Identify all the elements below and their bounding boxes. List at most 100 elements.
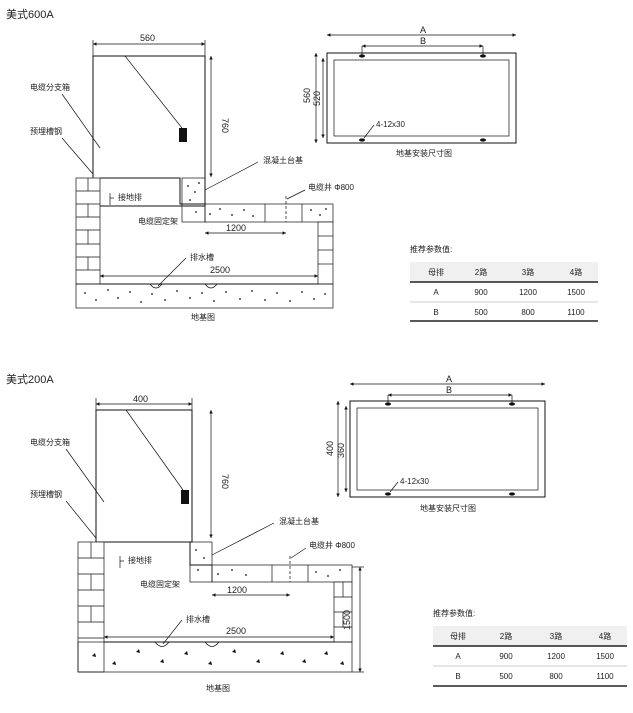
table-cell: B — [455, 672, 460, 681]
concrete-pad — [189, 541, 213, 583]
base-dots — [92, 649, 344, 665]
base-slab — [75, 283, 334, 309]
leader-line — [204, 161, 259, 191]
mount-hole — [509, 492, 515, 496]
dim-outer-label: 560 — [302, 88, 312, 103]
cabinet-lock — [181, 490, 189, 504]
dim-a-label: A — [446, 374, 452, 384]
table-header-cell: 3路 — [522, 267, 534, 277]
table-header-cell: 2路 — [500, 631, 512, 641]
leader-line — [286, 189, 306, 200]
bracket-label: 电缆固定架 — [138, 216, 178, 226]
table-header-cell: 2路 — [475, 267, 487, 277]
dim-b-label: B — [446, 385, 452, 395]
concrete-label: 混凝土台基 — [263, 155, 303, 165]
depth-label: 1500 — [342, 610, 352, 630]
mounting-plan: A B 400 360 4-12x30 地基安装尺寸图 — [325, 374, 546, 513]
table-cell: 1100 — [596, 672, 614, 681]
parameter-table: 推荐参数值: 母排 2路 3路 4路 A 900 1200 1500 B 500… — [410, 244, 598, 322]
plan-inner-frame — [356, 407, 539, 491]
table-title: 推荐参数值: — [433, 608, 475, 618]
channel-label: 预埋槽钢 — [30, 489, 62, 499]
table-header-cell: 3路 — [550, 631, 562, 641]
total-label: 2500 — [210, 265, 230, 275]
table-cell: 1200 — [547, 652, 565, 661]
table-cell: B — [433, 308, 438, 317]
plan-outer-frame — [326, 52, 517, 144]
table-cell: 800 — [521, 308, 535, 317]
mount-hole — [385, 402, 391, 406]
section-200a: 美式200A 400 760 — [6, 373, 627, 693]
span-label: 1200 — [227, 585, 247, 595]
bracket-label: 电缆固定架 — [140, 579, 180, 589]
mount-hole — [385, 492, 391, 496]
cabinet-outline — [92, 55, 206, 207]
table-cell: 900 — [499, 652, 513, 661]
leader-line — [65, 448, 105, 503]
table-header-cell: 4路 — [599, 631, 611, 641]
plan-outer-frame — [349, 400, 546, 498]
parameter-table: 推荐参数值: 母排 2路 3路 4路 A 900 1200 1500 B 500… — [433, 608, 627, 687]
mount-hole — [359, 54, 365, 58]
table-cell: 1500 — [567, 288, 585, 297]
channel-label: 预埋槽钢 — [30, 126, 62, 136]
cabinet-door-line — [125, 409, 184, 491]
base-dots — [84, 289, 326, 303]
table-header-cell: 4路 — [570, 267, 582, 277]
section-600a: 美式600A 560 760 — [6, 8, 598, 322]
dim-outer-label: 400 — [325, 441, 335, 456]
mount-hole — [509, 402, 515, 406]
holes-label: 4-12x30 — [376, 120, 405, 129]
table-header-bg — [410, 262, 598, 282]
concrete-pad — [181, 177, 206, 223]
leader-line — [211, 522, 275, 556]
table-cell: 1100 — [567, 308, 585, 317]
dim-inner-label: 520 — [312, 91, 322, 106]
table-header-cell: 母排 — [450, 631, 466, 641]
section-title: 美式600A — [6, 8, 54, 21]
table-cell: 1200 — [519, 288, 537, 297]
drain-label: 排水槽 — [190, 252, 214, 262]
table-cell: 800 — [549, 672, 563, 681]
dim-inner-label: 360 — [336, 443, 346, 458]
ground-label: 接地排 — [128, 555, 152, 565]
cabinet-door-line — [124, 55, 183, 129]
table-header-cell: 母排 — [428, 267, 444, 277]
height-label: 760 — [220, 474, 230, 489]
box-label: 电缆分支箱 — [30, 82, 70, 92]
height-label: 760 — [220, 118, 230, 133]
leader-line — [61, 137, 94, 175]
drain-label: 排水槽 — [186, 614, 210, 624]
left-brick-wall — [75, 177, 101, 285]
concrete-dots — [195, 549, 341, 577]
plan-caption: 地基安装尺寸图 — [420, 503, 476, 513]
drain-trough — [149, 283, 163, 289]
holes-label: 4-12x30 — [400, 477, 429, 486]
mount-hole — [480, 54, 486, 58]
span-label: 1200 — [226, 223, 246, 233]
mount-hole — [480, 138, 486, 142]
concrete-slab — [211, 564, 353, 583]
table-cell: 500 — [474, 308, 488, 317]
leader-line — [157, 257, 187, 287]
table-cell: 900 — [474, 288, 488, 297]
section-title: 美式200A — [6, 373, 54, 386]
right-brick-wall — [333, 581, 353, 643]
plan-inner-frame — [333, 59, 510, 137]
table-header-bg — [433, 626, 627, 646]
drain-trough — [154, 641, 170, 647]
drawing-caption: 地基图 — [206, 683, 230, 693]
cabinet-lock — [179, 128, 187, 142]
foundation-drawing: 400 760 — [30, 394, 364, 693]
right-brick-wall — [317, 221, 334, 285]
box-label: 电缆分支箱 — [30, 437, 70, 447]
total-label: 2500 — [226, 626, 246, 636]
width-label: 400 — [133, 394, 148, 404]
width-label: 560 — [140, 33, 155, 43]
table-cell: A — [433, 288, 439, 297]
leader-line — [290, 547, 307, 559]
leader-line — [65, 500, 97, 539]
mount-hole — [359, 138, 365, 142]
ground-label: 接地排 — [118, 192, 142, 202]
foundation-drawing: 560 760 — [30, 33, 355, 322]
